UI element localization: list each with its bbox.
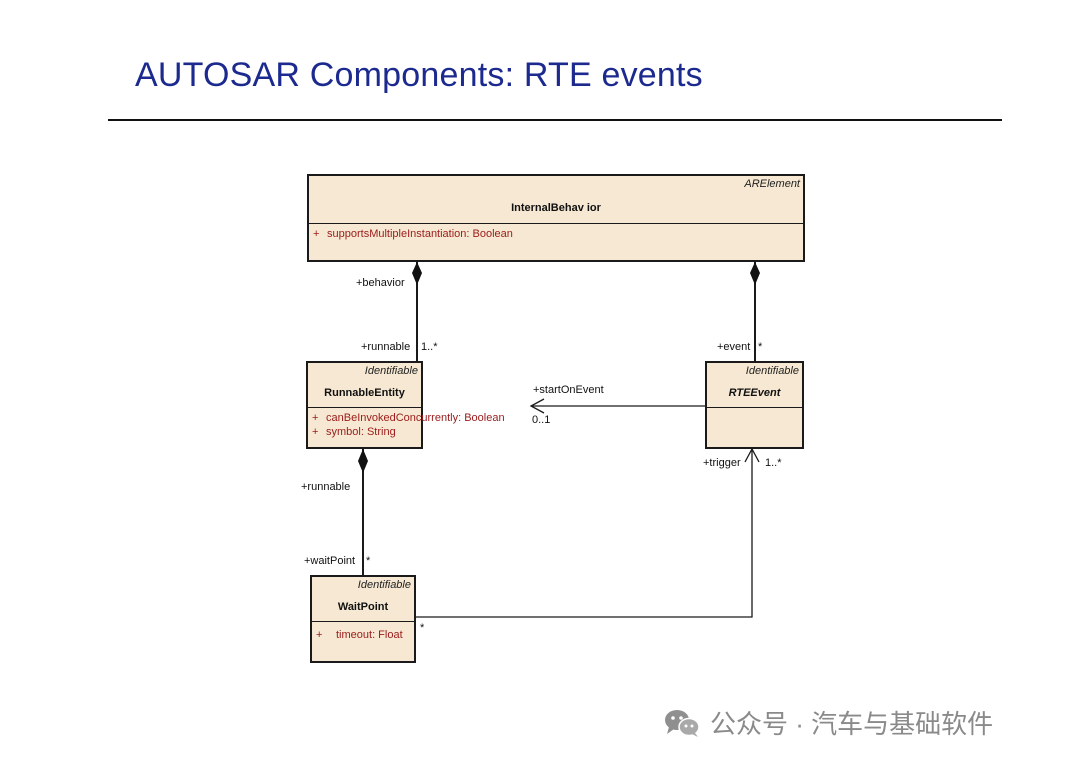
- wechat-logo-icon: [665, 709, 700, 737]
- event-role-label: +event: [717, 341, 751, 353]
- runnable-waitpoint-diamond: [358, 449, 368, 473]
- waitpoint-trigger-arrowhead: [744, 447, 760, 463]
- wait-point-role-label: +waitPoint: [304, 555, 356, 567]
- runnable-entity-name: RunnableEntity: [324, 387, 405, 399]
- slide-title: AUTOSAR Components: RTE events: [135, 56, 703, 94]
- rte-event-attributes: [707, 408, 802, 414]
- runnable-entity-class[interactable]: Identifiable RunnableEntity +canBeInvoke…: [306, 361, 505, 449]
- runnable-role-label: +runnable: [361, 341, 411, 353]
- internal-behavior-attributes: +supportsMultipleInstantiation: Boolean: [309, 224, 803, 244]
- rte-event-class[interactable]: Identifiable RTEEvent: [705, 361, 804, 449]
- wait-point-attribute: +timeout: Float: [316, 629, 403, 641]
- wait-point-class[interactable]: Identifiable WaitPoint +timeout: Float: [310, 575, 416, 663]
- event-multiplicity-label: *: [758, 341, 763, 353]
- internal-behavior-stereotype: ARElement: [744, 178, 800, 190]
- runnable-entity-stereotype: Identifiable: [364, 365, 418, 377]
- start-on-event-multiplicity-label: 0..1: [532, 414, 551, 426]
- runnable-entity-attribute: +canBeInvokedConcurrently: Boolean: [312, 412, 505, 424]
- behavior-role-label: +behavior: [356, 277, 405, 289]
- title-divider: [108, 119, 1002, 121]
- trigger-multiplicity-label: 1..*: [765, 457, 782, 469]
- trigger-source-multiplicity-label: *: [420, 622, 425, 634]
- watermark-text: 公众号 · 汽车与基础软件: [710, 709, 994, 739]
- rte-event-header: Identifiable RTEEvent: [707, 363, 802, 408]
- internal-behavior-attribute: +supportsMultipleInstantiation: Boolean: [313, 228, 513, 240]
- watermark: 公众号 · 汽车与基础软件: [662, 704, 993, 741]
- runnable-multiplicity-label: 1..*: [421, 341, 438, 353]
- runnable-entity-header: Identifiable RunnableEntity: [308, 363, 421, 408]
- trigger-role-label: +trigger: [703, 457, 741, 469]
- internal-behavior-name: InternalBehav ior: [511, 202, 601, 214]
- runnable-entity-attribute: +symbol: String: [312, 426, 396, 438]
- wait-point-attributes: +timeout: Float: [312, 622, 414, 645]
- behavior-event-diamond: [750, 262, 760, 285]
- start-on-event-arrowhead: [529, 398, 545, 414]
- waitpoint-trigger-line: [416, 449, 753, 618]
- rte-event-name: RTEEvent: [728, 387, 781, 399]
- internal-behavior-header: ARElement InternalBehav ior: [309, 176, 803, 224]
- wait-point-stereotype: Identifiable: [357, 579, 411, 591]
- behavior-runnable-diamond: [412, 262, 422, 285]
- internal-behavior-class[interactable]: ARElement InternalBehav ior +supportsMul…: [307, 174, 805, 262]
- wait-point-name: WaitPoint: [337, 601, 389, 613]
- wait-point-header: Identifiable WaitPoint: [312, 577, 414, 622]
- start-on-event-role-label: +startOnEvent: [533, 384, 604, 396]
- runnable-entity-attributes: +canBeInvokedConcurrently: Boolean +symb…: [308, 408, 505, 442]
- runnable-source-role-label: +runnable: [301, 481, 351, 493]
- rte-event-stereotype: Identifiable: [745, 365, 799, 377]
- wait-point-multiplicity-label: *: [366, 555, 371, 567]
